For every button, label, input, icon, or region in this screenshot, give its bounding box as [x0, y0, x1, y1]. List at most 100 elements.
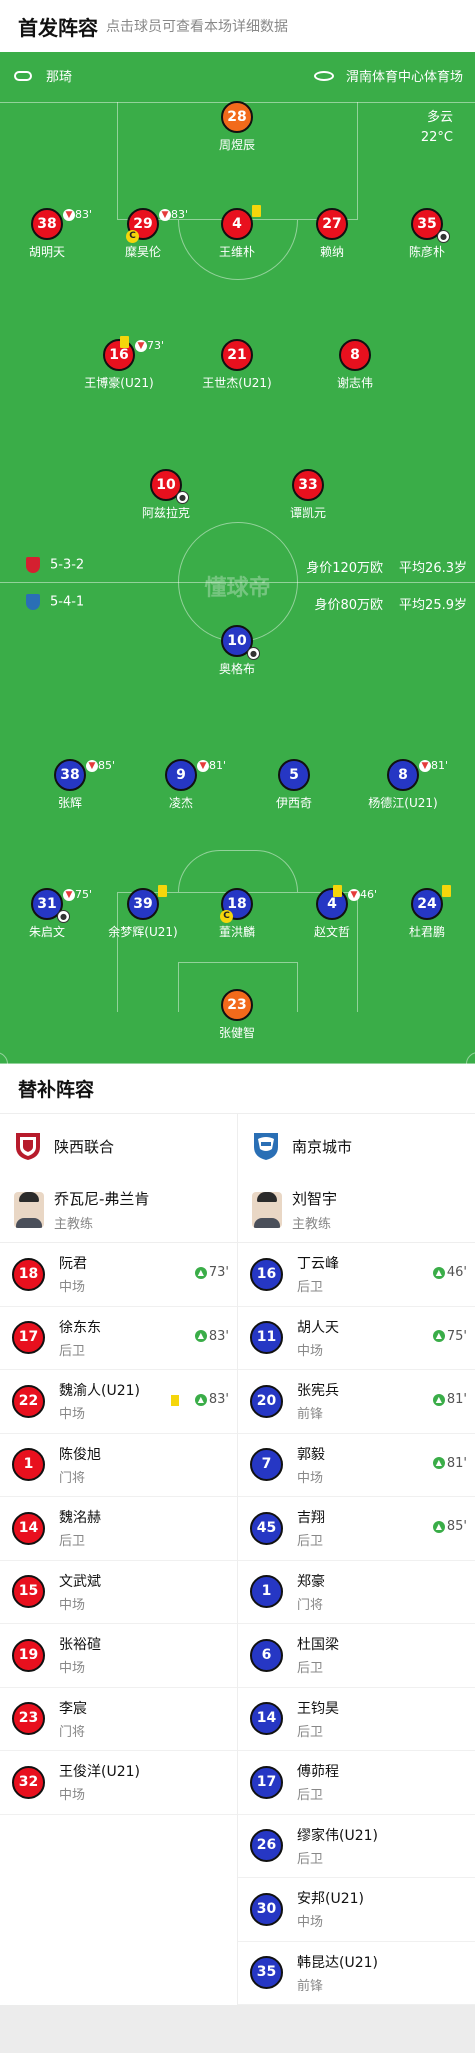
player-name: 糜昊伦	[124, 245, 161, 259]
home-sub-row[interactable]: 1 陈俊旭门将	[0, 1434, 237, 1497]
yellow-card-icon	[333, 885, 342, 897]
away-player[interactable]: 8▼81'杨德江(U21)	[348, 759, 458, 811]
away-sub-row[interactable]: 17 傅茆程后卫	[238, 1751, 475, 1815]
home-coach[interactable]: 乔瓦尼-弗兰肯 主教练	[0, 1178, 237, 1243]
away-player[interactable]: 31▼75'●朱启文	[0, 888, 102, 940]
player-position: 中场	[297, 1470, 324, 1486]
player-name: 朱启文	[28, 925, 65, 939]
player-position: 中场	[59, 1280, 86, 1296]
sub-info: 安邦(U21)中场	[297, 1888, 364, 1930]
player-name: 胡明天	[28, 245, 65, 259]
sub-off-time: 83'	[75, 208, 93, 221]
away-player[interactable]: 4▼46'赵文哲	[277, 885, 387, 940]
away-sub-row[interactable]: 30 安邦(U21)中场	[238, 1878, 475, 1942]
away-player[interactable]: 10●奥格布	[182, 625, 292, 677]
player-number: 5	[278, 759, 310, 791]
home-player[interactable]: 10●阿兹拉克	[111, 469, 221, 521]
player-name: 傅茆程	[297, 1764, 339, 1781]
away-player[interactable]: 9▼81'凌杰	[126, 759, 236, 811]
page-title: 首发阵容	[18, 15, 98, 40]
away-coach[interactable]: 刘智宇 主教练	[238, 1178, 475, 1243]
sub-off-icon: ▼	[86, 760, 98, 772]
home-player[interactable]: 38▼83'胡明天	[0, 208, 102, 260]
sub-on-minute: 81'	[446, 1455, 467, 1471]
player-number: 35	[250, 1956, 283, 1990]
weather-info: 多云 22°C	[421, 108, 453, 148]
sub-on-minute: 75'	[446, 1328, 467, 1344]
home-team-header[interactable]: 陕西联合	[0, 1114, 237, 1178]
player-position: 门将	[297, 1597, 324, 1613]
player-number: 22	[12, 1384, 45, 1418]
away-avg-age: 平均25.9岁	[399, 598, 467, 613]
player-number: 18	[12, 1257, 45, 1291]
sub-info: 阮君中场	[59, 1253, 87, 1295]
sub-info: 王俊洋(U21)中场	[59, 1761, 140, 1803]
sub-off-icon: ▼	[348, 889, 360, 901]
player-position: 中场	[59, 1661, 86, 1677]
home-player[interactable]: 35●陈彦朴	[372, 208, 475, 260]
sub-on-time: ▲85'	[432, 1519, 467, 1534]
away-team-name: 南京城市	[292, 1137, 353, 1156]
player-number: 20	[250, 1384, 283, 1418]
player-name: 张健智	[218, 1026, 255, 1040]
player-number: 17	[250, 1765, 283, 1799]
sub-info: 李宸门将	[59, 1698, 87, 1740]
sub-info: 陈俊旭门将	[59, 1444, 101, 1486]
goal-ball-icon: ●	[437, 230, 450, 243]
player-number: 26	[250, 1829, 283, 1863]
sub-on-time: ▲83'	[194, 1392, 229, 1407]
player-number: 14	[250, 1702, 283, 1736]
player-name: 王维朴	[218, 245, 255, 259]
corner-arc	[466, 1052, 475, 1064]
sub-on-time: ▲75'	[432, 1328, 467, 1344]
player-number: 6	[250, 1638, 283, 1672]
away-team-header[interactable]: 南京城市	[238, 1114, 475, 1178]
bottom-touchline	[0, 1063, 475, 1064]
player-number: 38	[31, 208, 63, 240]
home-value-row: 身价120万欧平均26.3岁	[306, 557, 467, 576]
player-position: 后卫	[297, 1788, 324, 1804]
player-position: 后卫	[59, 1343, 86, 1359]
player-name: 奥格布	[218, 662, 255, 676]
bottom-goal-area	[178, 962, 298, 1012]
sub-on-time: ▲81'	[432, 1455, 467, 1471]
sub-off-icon: ▼	[135, 340, 147, 352]
player-number: 1	[12, 1448, 45, 1482]
player-number: 30	[250, 1892, 283, 1926]
home-player[interactable]: 16▼73'王博豪(U21)	[64, 336, 174, 391]
away-value-row: 身价80万欧平均25.9岁	[315, 594, 468, 613]
away-player[interactable]: 38▼85'张辉	[15, 759, 125, 811]
shaanxi-logo-icon	[16, 1133, 40, 1160]
